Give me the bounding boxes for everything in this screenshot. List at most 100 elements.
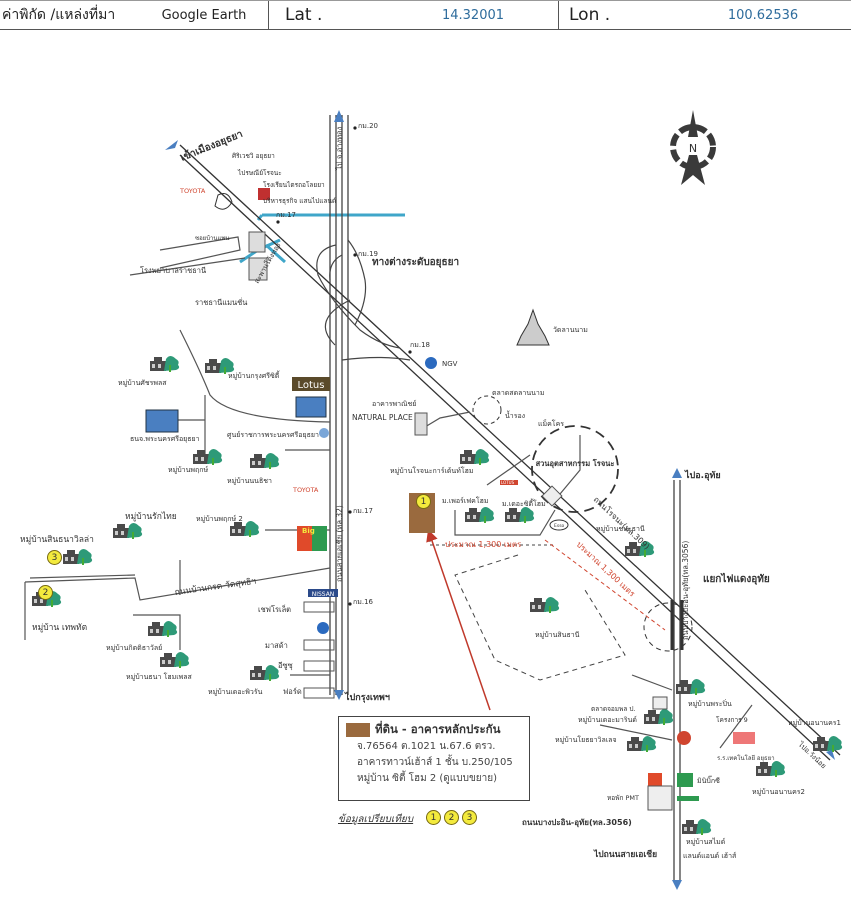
caltex-icon — [677, 731, 691, 745]
arrow-to-uthai-icon — [672, 468, 682, 478]
place-label: บริหารธุรกิจ แสนไปแลนด์ — [263, 197, 336, 205]
place-label: โรงพยาบาลราชธานี — [140, 266, 206, 275]
temple-icon — [516, 308, 550, 346]
compare-marker-1[interactable]: 1 — [426, 810, 441, 825]
village-label: หมู่บ้านโรจนะการ์เด้นท์โฮม — [390, 466, 473, 475]
compare-marker-3[interactable]: 3 — [462, 810, 477, 825]
road-label: ไป จ.อ่างทอง — [335, 126, 344, 171]
village-label: หมู่บ้านกรุงศรีซิตี้ — [228, 369, 280, 380]
lotus-logo — [292, 377, 330, 391]
village-label: หมู่บ้านรักไทย — [125, 511, 177, 522]
place-label: ตลาดจอมพล ป. — [591, 705, 636, 713]
road-label: ถนนบ้านกรด-วัดสุทธิฯ — [174, 576, 257, 598]
village-label: หมู่บ้าน เทพทัต — [32, 622, 87, 633]
lon-value: 100.62536 — [727, 7, 799, 23]
arrow-north-icon — [334, 110, 344, 122]
lon-label-cell: Lon . — [558, 1, 678, 29]
km-marker: กม.20 — [358, 122, 378, 130]
bank-building-icon — [145, 409, 179, 433]
svg-text:Big: Big — [302, 527, 315, 535]
lotus-sign — [500, 480, 518, 485]
village-icon — [113, 523, 143, 539]
marker-1[interactable]: 1 — [416, 494, 431, 509]
place-label: ร.ร.เทคโนโลยี อยุธยา — [717, 754, 775, 762]
ptt-station-icon — [317, 622, 329, 634]
lat-value-cell: 14.32001 — [388, 1, 558, 29]
lat-value: 14.32001 — [441, 7, 505, 23]
village-label: หมู่บ้านเดอะพิวรัน — [208, 688, 263, 696]
village-label: หมู่บ้านสไมด์ — [686, 837, 725, 846]
road-label: ถนนบางปะอิน-อุทัย(ทล.3056) — [522, 818, 632, 828]
place-label: วัดลานนาม — [553, 326, 588, 334]
village-icon — [505, 507, 535, 523]
natural-place-building — [414, 412, 428, 436]
dealer-label: ฟอร์ด — [283, 687, 302, 696]
place-label: ไปรษณีย์โรจนะ — [237, 169, 282, 177]
road-label: ซอยบ้านแพน — [195, 235, 229, 242]
location-map: N Lotus Big NISSAN — [20, 110, 843, 890]
rojana-road — [179, 144, 841, 761]
toyota-logo: TOYOTA — [292, 486, 319, 494]
marker-3[interactable]: 3 — [47, 550, 62, 565]
flag-icon — [258, 188, 270, 200]
village-icon — [148, 621, 178, 637]
compare-marker-2[interactable]: 2 — [444, 810, 459, 825]
minibig-logo — [677, 773, 693, 787]
road-label: ไปอ.อุทัย — [684, 469, 721, 481]
legend-title: ที่ดิน - อาคารหลักประกัน — [375, 722, 501, 736]
village-icon — [676, 679, 706, 695]
source-value: Google Earth — [161, 7, 247, 23]
road-label: ไปกรุงเทพฯ — [344, 691, 390, 703]
place-label: แม็คโคร — [538, 419, 564, 428]
dealer-label: เชฟโรเล็ต — [258, 604, 291, 614]
road-label: ถนนโรจนะ(ทล.309) — [592, 494, 652, 551]
school-2-icon — [733, 732, 755, 744]
market-icon — [652, 696, 668, 710]
village-icon — [756, 761, 786, 777]
km-marker: กม.17 — [353, 507, 373, 515]
lat-label-cell: Lat . — [268, 1, 388, 29]
village-icon — [250, 453, 280, 469]
village-label: หมู่บ้านอนานคร1 — [788, 719, 841, 727]
village-label: หมู่บ้านสินธานี — [535, 631, 580, 639]
village-icon — [813, 736, 843, 752]
km-marker: กม.16 — [353, 598, 374, 606]
monument-icon — [214, 193, 233, 210]
place-label: โรงเรียนไตรถอโลยยา — [263, 181, 325, 189]
village-label: หมู่บ้านอนานคร2 — [752, 788, 805, 796]
village-label: หมู่บ้านธนา โฮมเพลส — [126, 672, 193, 681]
pointer-arrow — [426, 529, 491, 711]
place-label: หอพัก PMT — [607, 794, 639, 802]
place-label: โครงการ 9 — [716, 716, 748, 724]
source-label-cell: ค่าพิกัด /แหล่งที่มา — [0, 1, 140, 29]
lotus-building-icon — [295, 396, 327, 418]
road-label: ถนนบางปะอิน-อุทัย(ทล.3056) — [681, 541, 690, 640]
arrow-to-asia-icon — [672, 880, 682, 890]
esso-logo — [549, 519, 569, 531]
compare-label: ข้อมูลเปรียบเทียบ — [338, 814, 414, 825]
village-icon — [250, 665, 280, 681]
legend-line: หมู่บ้าน ซิตี้ โฮม 2 (ดูแบบขยาย) — [357, 773, 498, 784]
industrial-park-label: สวนอุตสาหกรรม โรจนะ — [536, 458, 615, 468]
village-icon — [160, 652, 190, 668]
village-label: หมู่บ้านกิตติธาวัลย์ — [106, 644, 162, 652]
village-label: แลนด์แอนด์ เฮ้าส์ — [683, 852, 737, 860]
legend-line: อาคารทาวน์เฮ้าส์ 1 ชั้น บ.250/105 — [357, 757, 513, 768]
dealer-label: มาสด้า — [265, 641, 288, 650]
village-label: หมู่บ้านพฤกษ์ — [168, 466, 208, 474]
ngv-station-icon — [425, 357, 437, 369]
village-label: หมู่บ้านชนะธานี — [596, 525, 645, 533]
svg-text:NISSAN: NISSAN — [312, 591, 335, 598]
place-label: NATURAL PLACE — [352, 413, 413, 422]
intersection-label: แยกไฟแดงอุทัย — [703, 572, 770, 585]
village-icon — [460, 449, 490, 465]
place-label: ธนจ.พระนครศรีอยุธยา — [130, 435, 200, 443]
esso-label: Esso — [554, 523, 565, 529]
village-icon — [193, 449, 223, 465]
village-icon — [230, 521, 260, 537]
village-icon — [465, 507, 495, 523]
mansion-icon — [248, 257, 268, 281]
compass-north-label: N — [689, 142, 697, 155]
toyota-logo: TOYOTA — [179, 187, 206, 195]
marker-2[interactable]: 2 — [38, 585, 53, 600]
